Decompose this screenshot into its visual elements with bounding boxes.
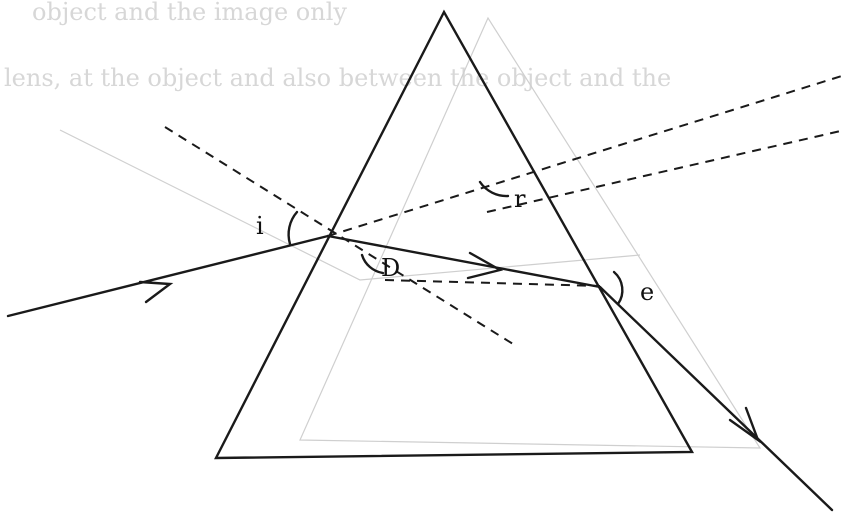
bleed-through-layer: object and the image only lens, at the o… xyxy=(4,0,762,449)
refracted-ray-arrow xyxy=(466,251,504,280)
incident-ray-arrow xyxy=(138,280,174,304)
bleed-through-line-2: lens, at the object and also between the… xyxy=(4,64,671,92)
emergence-angle-label: e xyxy=(640,278,654,306)
refraction-angle-arc xyxy=(478,180,510,198)
bleed-through-line-1: object and the image only xyxy=(32,0,347,26)
incidence-angle-arc xyxy=(287,210,299,246)
refracted-ray xyxy=(326,234,602,289)
normal-second-face xyxy=(486,129,846,213)
incident-ray-extension xyxy=(327,74,846,237)
bleed-through-ray xyxy=(59,129,641,281)
bleed-through-prism xyxy=(299,16,762,449)
deviation-angle-label: D xyxy=(381,254,400,282)
deviation-angle-arc xyxy=(360,253,385,275)
emergent-ray-extension xyxy=(384,279,601,287)
emergence-angle-arc xyxy=(612,270,624,306)
incidence-angle-label: i xyxy=(256,212,264,240)
emergent-ray-arrow xyxy=(728,406,761,444)
normal-first-face xyxy=(164,126,514,345)
refraction-angle-label: r xyxy=(514,185,526,213)
emergent-ray xyxy=(598,285,834,512)
incident-ray xyxy=(6,234,330,318)
